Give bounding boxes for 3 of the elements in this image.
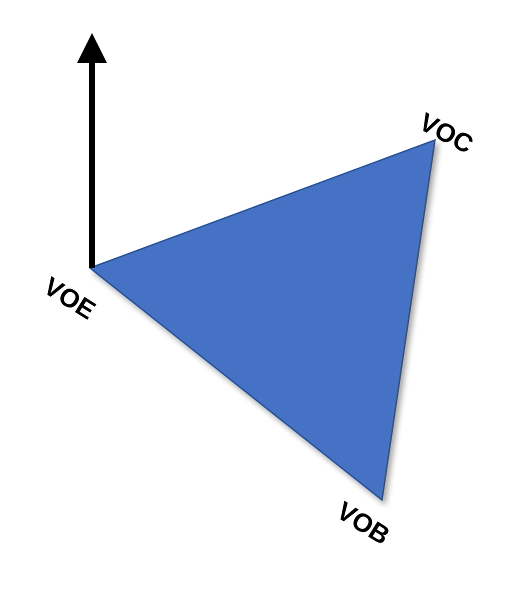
- vertex-label: VOB: [331, 495, 396, 552]
- vertex-label: VOE: [38, 270, 101, 326]
- vertex-label: VOC: [414, 106, 478, 160]
